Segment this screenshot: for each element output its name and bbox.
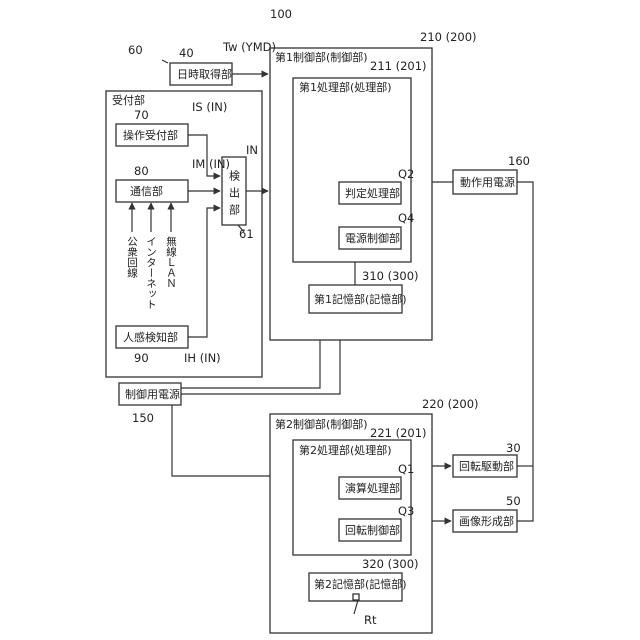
ref-320: 320 (300) (362, 557, 419, 571)
communication-label: 通信部 (130, 184, 163, 198)
ref-221: 221 (201) (370, 426, 427, 440)
im-in-label: IM (IN) (192, 157, 230, 171)
second-control-label: 第2制御部(制御部) (275, 417, 368, 431)
first-processing-label: 第1処理部(処理部) (299, 80, 392, 94)
ref-50: 50 (506, 494, 521, 508)
ref-310: 310 (300) (362, 269, 419, 283)
ref-70: 70 (134, 108, 149, 122)
ih-in-label: IH (IN) (184, 351, 221, 365)
first-control-label: 第1制御部(制御部) (275, 50, 368, 64)
second-storage-label: 第2記憶部(記憶部) (314, 577, 407, 591)
ref-q2: Q2 (398, 167, 414, 181)
operation-reception-label: 操作受付部 (123, 128, 178, 142)
ref-q4: Q4 (398, 211, 414, 225)
ref-90: 90 (134, 351, 149, 365)
ref-60: 60 (128, 43, 143, 57)
ref-160: 160 (508, 154, 530, 168)
second-processing-label: 第2処理部(処理部) (299, 443, 392, 457)
datetime-label: 日時取得部 (177, 67, 232, 81)
human-detection-label: 人感検知部 (123, 330, 178, 344)
public-line-label: 公衆回線 (126, 236, 138, 278)
ref-211: 211 (201) (370, 59, 427, 73)
rt-marker (353, 594, 359, 600)
calculation-label: 演算処理部 (345, 481, 400, 495)
ref-30: 30 (506, 441, 521, 455)
judgment-label: 判定処理部 (345, 186, 400, 200)
tw-label: Tw (YMD) (222, 40, 276, 54)
in-label: IN (246, 143, 258, 157)
rotation-drive-label: 回転駆動部 (459, 459, 514, 473)
operation-power-label: 動作用電源 (460, 175, 515, 189)
ref-61: 61 (239, 227, 254, 241)
control-power-label: 制御用電源 (125, 387, 180, 401)
is-in-label: IS (IN) (192, 100, 227, 114)
image-forming-label: 画像形成部 (459, 514, 514, 528)
ref-80: 80 (134, 164, 149, 178)
ref40-leader (162, 60, 168, 63)
ref-q3: Q3 (398, 504, 414, 518)
ref-40: 40 (179, 46, 194, 60)
detection-label: 検出部 (228, 169, 241, 221)
ref-100: 100 (270, 7, 292, 21)
reception-label: 受付部 (112, 93, 145, 107)
wireless-lan-label: 無線ＬＡＮ (165, 235, 177, 288)
control-power-to-second (172, 405, 270, 476)
ref-150: 150 (132, 411, 154, 425)
operation-power-line (517, 182, 533, 521)
internet-label: インターネット (145, 236, 157, 310)
ref-q1: Q1 (398, 462, 414, 476)
power-control-label: 電源制御部 (345, 231, 400, 245)
rt-label: Rt (364, 613, 377, 627)
rotation-control-label: 回転制御部 (345, 523, 400, 537)
ref-210: 210 (200) (420, 30, 477, 44)
first-storage-label: 第1記憶部(記憶部) (314, 292, 407, 306)
ref-220: 220 (200) (422, 397, 479, 411)
